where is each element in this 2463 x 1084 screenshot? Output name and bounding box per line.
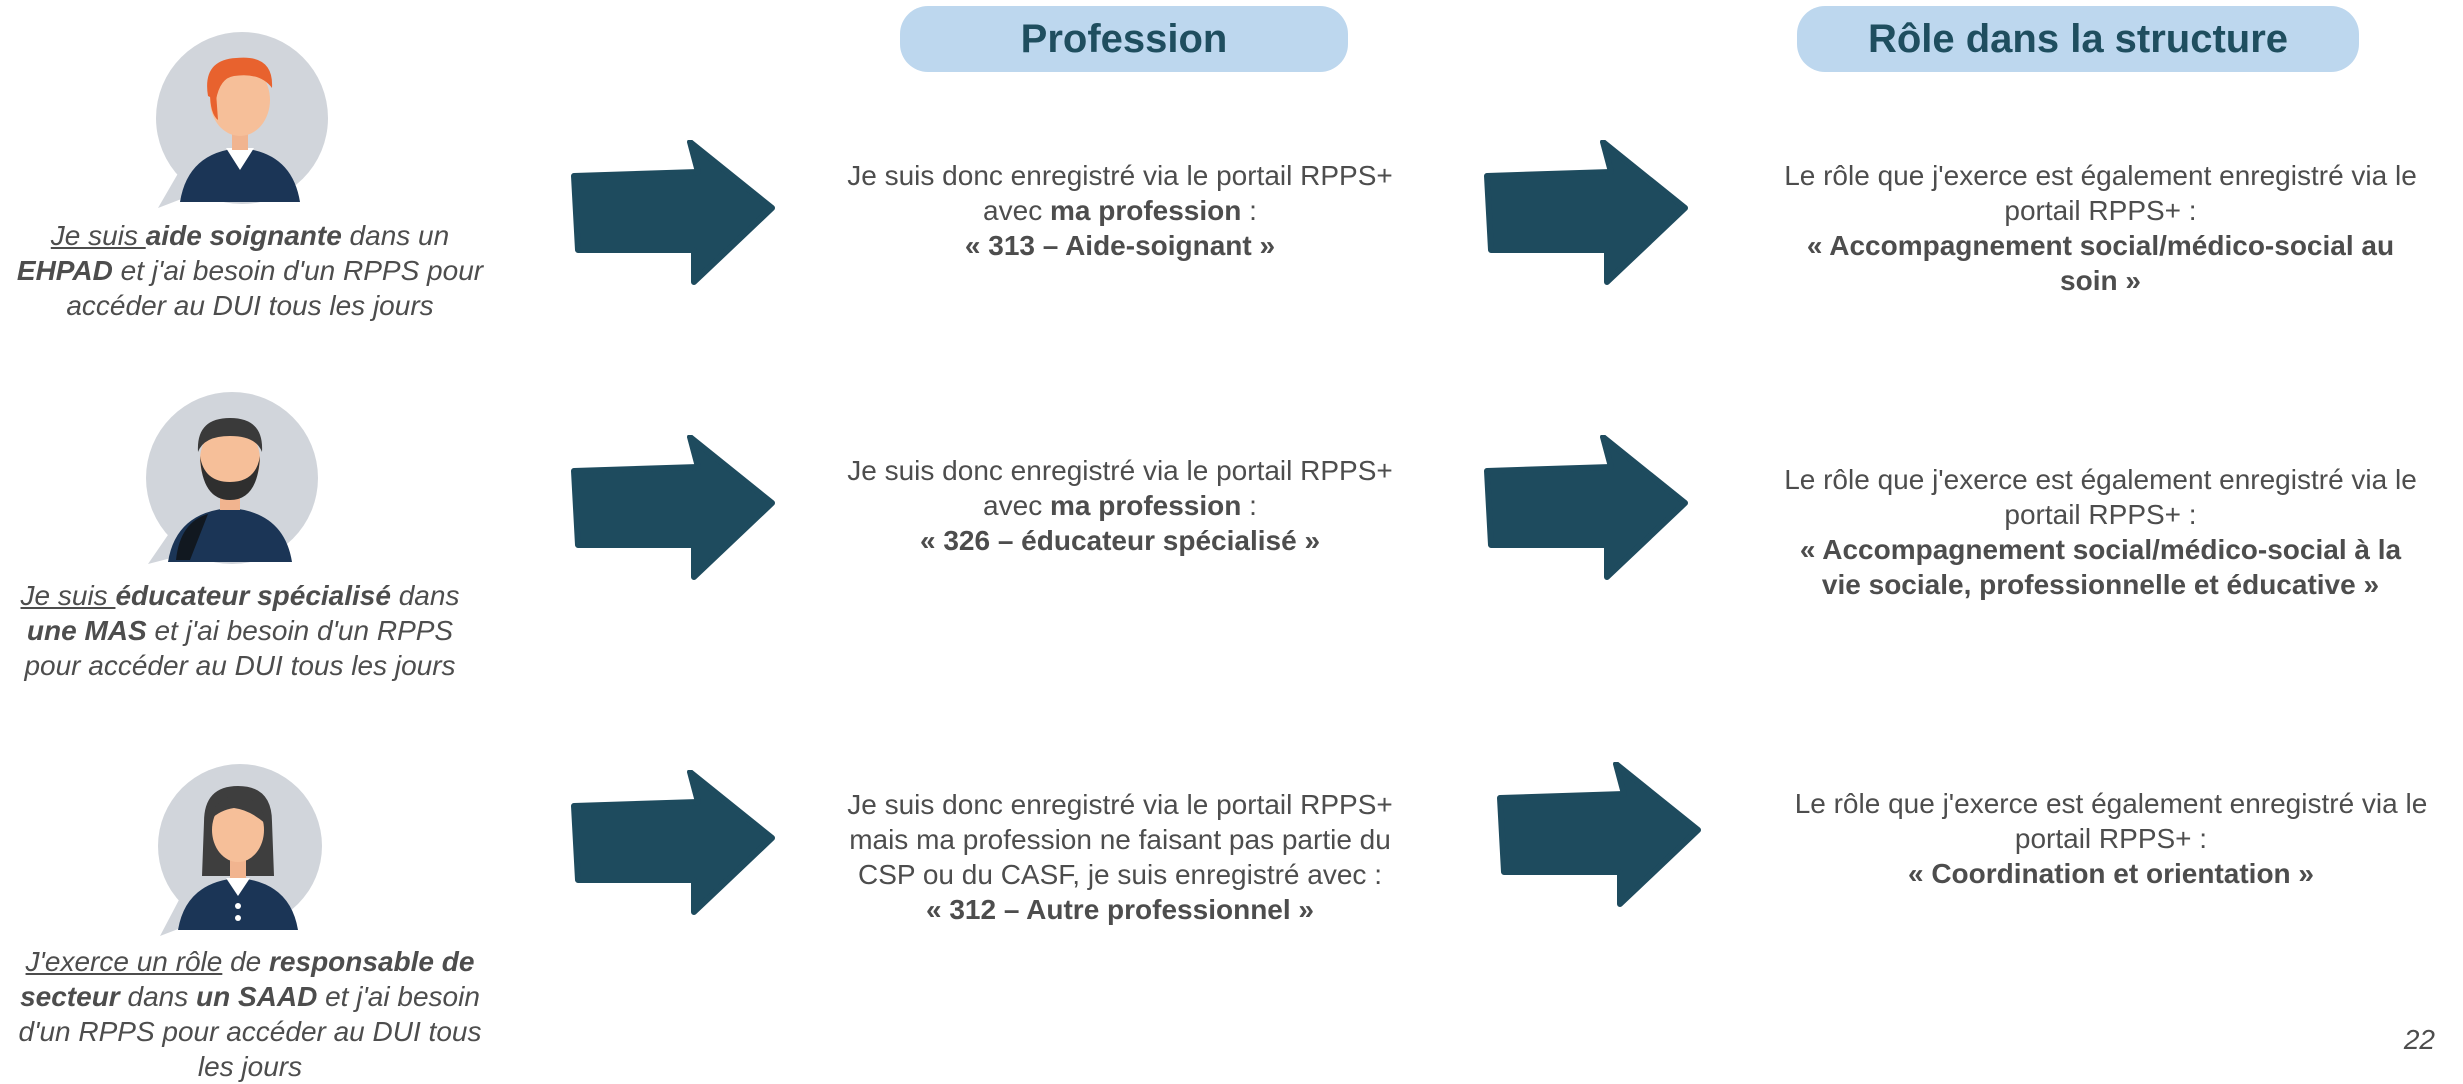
role-3-value: « Coordination et orientation » (1907, 858, 2314, 889)
red-haired-person-icon (156, 32, 328, 208)
persona-3-lead: J'exerce un rôle (25, 946, 223, 977)
profession-1-line2: avec ma profession : (983, 195, 1257, 226)
arrow-right-icon (1497, 762, 1701, 907)
persona-1-bold2: EHPAD (16, 255, 113, 286)
persona-1-text1: dans un (341, 220, 450, 251)
role-1-value: « Accompagnement social/médico-social au… (1806, 230, 2395, 296)
persona-1-bold1: aide soignante (145, 220, 342, 251)
role-1-text: Le rôle que j'exerce est également enreg… (1748, 158, 2453, 298)
role-2-line2: portail RPPS+ : (2004, 499, 2197, 530)
persona-1-lead: Je suis (50, 220, 146, 251)
role-2-value: « Accompagnement social/médico-social à … (1799, 534, 2402, 600)
header-role-label: Rôle dans la structure (1867, 16, 2289, 61)
page-number: 22 (2403, 1024, 2435, 1055)
persona-3-bold1: responsable de secteur (20, 946, 475, 1012)
arrow-right-icon (1484, 140, 1688, 285)
arrow-right-icon (571, 770, 775, 915)
persona-3-text: J'exerce un rôle de responsable de secte… (0, 944, 500, 1084)
profession-3-text: Je suis donc enregistré via le portail R… (790, 787, 1450, 927)
profession-1-line1: Je suis donc enregistré via le portail R… (847, 160, 1393, 191)
role-3-line1: Le rôle que j'exerce est également enreg… (1794, 788, 2428, 819)
role-2-line1: Le rôle que j'exerce est également enreg… (1784, 464, 2417, 495)
arrow-right-icon (1484, 435, 1688, 580)
profession-2-text: Je suis donc enregistré via le portail R… (790, 453, 1450, 558)
arrow-right-icon (571, 435, 775, 580)
header-role: Rôle dans la structure (1797, 6, 2359, 72)
header-profession-label: Profession (1020, 16, 1228, 61)
persona-2-text2: et j'ai besoin d'un RPPS pour accéder au… (24, 615, 456, 681)
persona-2-bold1: éducateur spécialisé (115, 580, 391, 611)
profession-2-line2: avec ma profession : (983, 490, 1257, 521)
persona-2-text: Je suis éducateur spécialisé dans une MA… (0, 578, 480, 683)
persona-3-text1: dans (119, 981, 196, 1012)
persona-3-text2: et j'ai besoin d'un RPPS pour accéder au… (18, 981, 482, 1082)
persona-1-text: Je suis aide soignante dans un EHPAD et … (10, 218, 490, 323)
role-3-text: Le rôle que j'exerce est également enreg… (1762, 786, 2460, 891)
arrow-right-icon (571, 140, 775, 285)
role-1-line2: portail RPPS+ : (2004, 195, 2197, 226)
profession-2-code: « 326 – éducateur spécialisé » (919, 525, 1321, 556)
persona-2-text1: dans (390, 580, 460, 611)
persona-3-text0: de (222, 946, 270, 977)
profession-1-code: « 313 – Aide-soignant » (964, 230, 1276, 261)
role-2-text: Le rôle que j'exerce est également enreg… (1748, 462, 2453, 602)
profession-3-line3: CSP ou du CASF, je suis enregistré avec … (858, 859, 1382, 890)
profession-3-line2: mais ma profession ne faisant pas partie… (849, 824, 1391, 855)
woman-icon (158, 764, 322, 936)
persona-2-lead: Je suis (20, 580, 116, 611)
persona-3-bold2: un SAAD (196, 981, 318, 1012)
profession-3-line1: Je suis donc enregistré via le portail R… (847, 789, 1393, 820)
header-profession: Profession (900, 6, 1348, 72)
profession-1-text: Je suis donc enregistré via le portail R… (790, 158, 1450, 263)
bearded-person-icon (146, 392, 318, 564)
profession-2-line1: Je suis donc enregistré via le portail R… (847, 455, 1393, 486)
profession-3-code: « 312 – Autre professionnel » (926, 894, 1314, 925)
persona-2-bold2: une MAS (26, 615, 147, 646)
role-3-line2: portail RPPS+ : (2014, 823, 2208, 854)
role-1-line1: Le rôle que j'exerce est également enreg… (1784, 160, 2417, 191)
persona-1-text2: et j'ai besoin d'un RPPS pour accéder au… (66, 255, 484, 321)
